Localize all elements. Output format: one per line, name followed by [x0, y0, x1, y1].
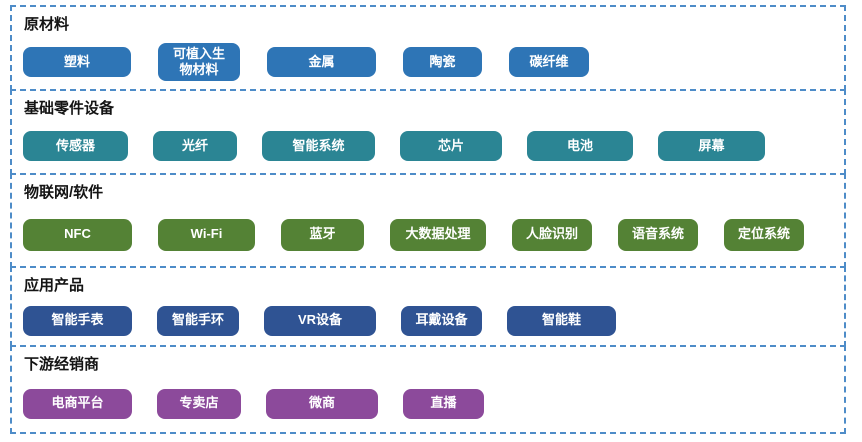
node-basic-components-3: 芯片	[400, 131, 502, 161]
stage-items-iot-software: NFC Wi-Fi 蓝牙大数据处理人脸识别语音系统定位系统	[23, 203, 836, 266]
node-iot-software-2: 蓝牙	[281, 218, 364, 251]
stage-items-distributors: 电商平台专卖店微商直播	[23, 375, 836, 432]
node-iot-software-1: Wi-Fi	[158, 218, 255, 251]
stage-label-application-products: 应用产品	[24, 277, 85, 294]
stage-items-raw-materials: 塑料可植入生 物材料金属陶瓷碳纤维	[23, 35, 836, 89]
node-application-products-0: 智能手表	[23, 305, 132, 336]
node-application-products-4: 智能鞋	[507, 305, 616, 336]
industry-chain-diagram: 原材料塑料可植入生 物材料金属陶瓷碳纤维基础零件设备传感器光纤智能系统芯片电池屏…	[10, 5, 846, 434]
node-raw-materials-2: 金属	[267, 47, 376, 77]
node-application-products-2: VR设备	[264, 305, 376, 336]
node-iot-software-6: 定位系统	[724, 218, 804, 251]
stage-application-products: 应用产品智能手表智能手环 VR设备耳戴设备智能鞋	[10, 266, 846, 347]
stage-raw-materials: 原材料塑料可植入生 物材料金属陶瓷碳纤维	[10, 5, 846, 91]
node-distributors-2: 微商	[266, 388, 378, 419]
node-iot-software-5: 语音系统	[618, 218, 698, 251]
node-raw-materials-1: 可植入生 物材料	[158, 43, 240, 81]
node-basic-components-2: 智能系统	[262, 131, 375, 161]
node-distributors-0: 电商平台	[23, 388, 132, 419]
node-raw-materials-4: 碳纤维	[509, 47, 589, 77]
stage-label-distributors: 下游经销商	[24, 356, 100, 373]
node-raw-materials-0: 塑料	[23, 47, 131, 77]
node-iot-software-0: NFC	[23, 218, 132, 251]
stage-label-iot-software: 物联网/软件	[24, 184, 104, 201]
node-basic-components-5: 屏幕	[658, 131, 765, 161]
stage-label-basic-components: 基础零件设备	[24, 100, 115, 117]
node-application-products-1: 智能手环	[157, 305, 239, 336]
stage-distributors: 下游经销商电商平台专卖店微商直播	[10, 345, 846, 434]
stage-label-raw-materials: 原材料	[24, 16, 70, 33]
node-basic-components-4: 电池	[527, 131, 633, 161]
node-iot-software-4: 人脸识别	[512, 218, 592, 251]
node-distributors-1: 专卖店	[157, 388, 241, 419]
node-iot-software-3: 大数据处理	[390, 218, 486, 251]
node-basic-components-1: 光纤	[153, 131, 237, 161]
node-application-products-3: 耳戴设备	[401, 305, 482, 336]
stage-basic-components: 基础零件设备传感器光纤智能系统芯片电池屏幕	[10, 89, 846, 175]
stage-items-basic-components: 传感器光纤智能系统芯片电池屏幕	[23, 119, 836, 173]
node-basic-components-0: 传感器	[23, 131, 128, 161]
stage-items-application-products: 智能手表智能手环 VR设备耳戴设备智能鞋	[23, 296, 836, 345]
node-raw-materials-3: 陶瓷	[403, 47, 482, 77]
node-distributors-3: 直播	[403, 388, 484, 419]
stage-iot-software: 物联网/软件 NFC Wi-Fi 蓝牙大数据处理人脸识别语音系统定位系统	[10, 173, 846, 268]
